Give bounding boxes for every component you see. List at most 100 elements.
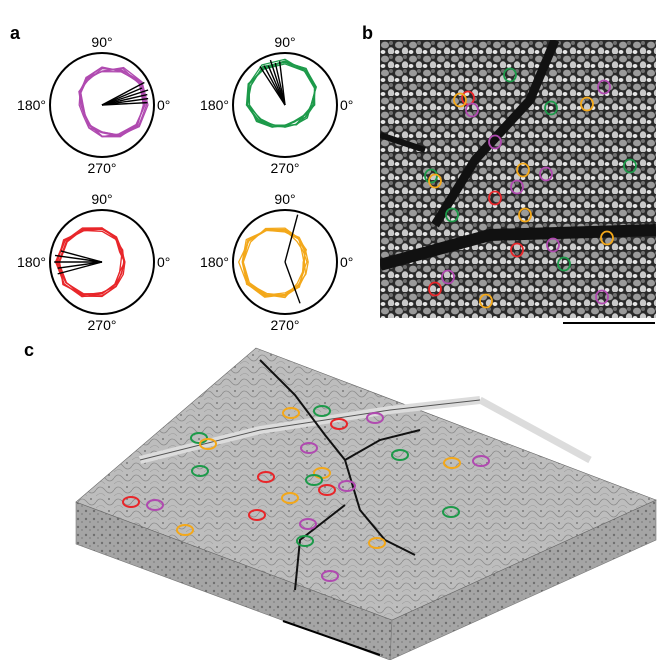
roi-circle: [465, 102, 479, 118]
roi-circle: [281, 492, 299, 504]
roi-circle: [318, 484, 336, 496]
roi-circle: [445, 207, 459, 223]
tuning-curve: [80, 66, 149, 137]
roi-circle: [546, 237, 560, 253]
angle-label-90: 90°: [91, 191, 112, 207]
polar-plot: 90° 180° 0° 270°: [17, 191, 170, 333]
roi-circle: [338, 480, 356, 492]
direction-vector: [284, 214, 299, 263]
roi-circle: [488, 134, 502, 150]
scale-bar-c: [282, 620, 381, 656]
angle-label-90: 90°: [274, 191, 295, 207]
roi-circle: [321, 570, 339, 582]
angle-label-270: 270°: [88, 160, 117, 176]
vessel-branch: [344, 429, 421, 461]
roi-circle: [191, 465, 209, 477]
roi-circle: [428, 173, 442, 189]
tuning-curve: [80, 66, 144, 138]
polar-plot: 90° 180° 0° 270°: [17, 34, 170, 176]
direction-vector: [54, 254, 103, 263]
angle-label-180: 180°: [200, 254, 229, 270]
roi-circle: [299, 518, 317, 530]
roi-circle: [368, 537, 386, 549]
roi-group: [122, 405, 490, 582]
angle-label-0: 0°: [157, 254, 170, 270]
angle-label-180: 180°: [200, 97, 229, 113]
roi-circle: [305, 474, 323, 486]
roi-circle: [391, 449, 409, 461]
polar-plots-panel: 90°180°0°270°90°180°0°270°90°180°0°270°9…: [17, 34, 353, 333]
roi-circle: [146, 499, 164, 511]
roi-circle: [176, 524, 194, 536]
direction-vector: [284, 261, 301, 304]
roi-circle: [257, 471, 275, 483]
roi-circle: [597, 79, 611, 95]
tuning-curve: [78, 70, 146, 138]
angle-label-0: 0°: [157, 97, 170, 113]
roi-group: [424, 67, 637, 309]
vessel-branch: [294, 504, 346, 591]
angle-label-270: 270°: [88, 317, 117, 333]
angle-label-90: 90°: [274, 34, 295, 50]
roi-circle: [190, 432, 208, 444]
roi-circle: [441, 269, 455, 285]
blood-vessel: [380, 132, 426, 153]
angle-label-0: 0°: [340, 97, 353, 113]
vessel-branch: [344, 459, 416, 556]
em-volume-panel: [75, 347, 657, 660]
direction-vector: [259, 66, 286, 106]
calcium-imaging-panel: [380, 40, 656, 318]
panel-label-c: c: [24, 340, 35, 360]
roi-circle: [544, 100, 558, 116]
tuning-curve: [242, 229, 307, 296]
roi-circle: [122, 496, 140, 508]
roi-circle: [510, 179, 524, 195]
roi-circle: [595, 289, 609, 305]
roi-circle: [442, 506, 460, 518]
direction-vector: [278, 61, 286, 106]
direction-vector: [101, 81, 145, 106]
angle-label-270: 270°: [271, 317, 300, 333]
panel-label-a: a: [10, 23, 21, 43]
roi-circle: [330, 418, 348, 430]
roi-circle: [518, 207, 532, 223]
direction-vector: [60, 250, 103, 263]
roi-circle: [313, 405, 331, 417]
volume-top-face: [75, 347, 657, 621]
roi-circle: [510, 242, 524, 258]
roi-circle: [453, 92, 467, 108]
roi-circle: [443, 457, 461, 469]
roi-circle: [488, 190, 502, 206]
roi-circle: [199, 438, 217, 450]
direction-vector: [57, 261, 103, 275]
roi-circle: [296, 535, 314, 547]
roi-circle: [479, 293, 493, 309]
roi-circle: [580, 96, 594, 112]
angle-label-90: 90°: [91, 34, 112, 50]
roi-circle: [539, 166, 553, 182]
angle-label-180: 180°: [17, 254, 46, 270]
polar-plot: 90° 180° 0° 270°: [200, 34, 353, 176]
roi-circle: [472, 455, 490, 467]
direction-vector: [101, 89, 149, 106]
angle-label-270: 270°: [271, 160, 300, 176]
roi-circle: [248, 509, 266, 521]
roi-circle: [300, 442, 318, 454]
roi-circle: [623, 158, 637, 174]
roi-circle: [428, 281, 442, 297]
roi-circle: [366, 412, 384, 424]
vessel-branch: [259, 359, 346, 461]
angle-label-180: 180°: [17, 97, 46, 113]
tuning-curve: [248, 60, 318, 128]
angle-label-0: 0°: [340, 254, 353, 270]
blood-vessel: [478, 396, 592, 464]
roi-circle: [600, 230, 614, 246]
roi-circle: [557, 256, 571, 272]
scale-bar-b: [563, 322, 655, 324]
roi-circle: [503, 67, 517, 83]
panel-label-b: b: [362, 23, 373, 43]
roi-circle: [424, 168, 438, 184]
direction-vector: [57, 261, 103, 269]
roi-circle: [516, 162, 530, 178]
blood-vessel: [380, 224, 656, 271]
